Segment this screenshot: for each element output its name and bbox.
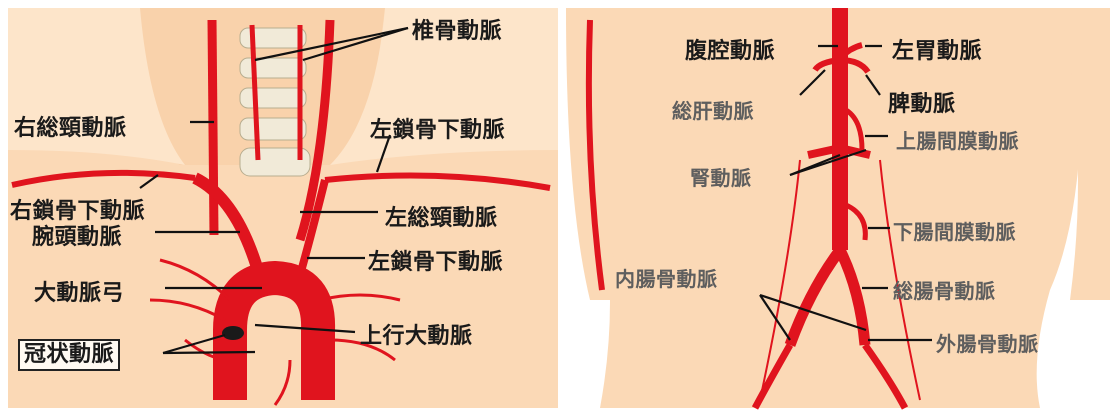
label-common-iliac: 総腸骨動脈 — [893, 275, 996, 304]
label-aortic-arch: 大動脈弓 — [34, 275, 124, 307]
label-left-common-carotid: 左総頸動脈 — [385, 200, 498, 232]
label-internal-iliac: 内腸骨動脈 — [615, 263, 718, 292]
label-coronary-artery: 冠状動脈 — [18, 339, 120, 371]
label-right-common-carotid: 右総頸動脈 — [14, 110, 127, 142]
label-celiac-trunk: 腹腔動脈 — [685, 33, 775, 65]
label-common-hepatic: 総肝動脈 — [672, 95, 754, 124]
label-splenic: 脾動脈 — [888, 86, 956, 118]
label-vertebral-artery: 椎骨動脈 — [412, 13, 502, 45]
label-brachiocephalic: 腕頭動脈 — [32, 219, 122, 251]
label-inferior-mesenteric: 下腸間膜動脈 — [893, 216, 1016, 245]
label-left-subclavian-mid: 左鎖骨下動脈 — [368, 244, 503, 276]
label-superior-mesenteric: 上腸間膜動脈 — [896, 125, 1019, 154]
label-ascending-aorta: 上行大動脈 — [360, 318, 473, 350]
label-left-gastric: 左胃動脈 — [892, 33, 982, 65]
label-left-subclavian-top: 左鎖骨下動脈 — [370, 112, 505, 144]
label-external-iliac: 外腸骨動脈 — [936, 328, 1039, 357]
label-renal: 腎動脈 — [690, 162, 752, 191]
